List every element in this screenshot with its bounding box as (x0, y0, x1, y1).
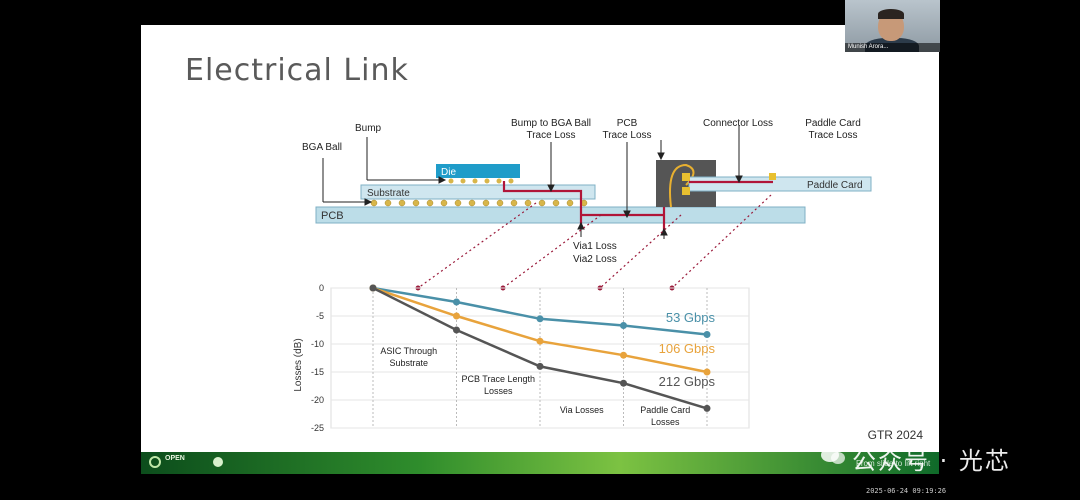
series-point (703, 330, 711, 338)
chart-series (369, 284, 711, 412)
footer-logo-text: OPEN (165, 455, 185, 462)
series-point (620, 379, 627, 387)
bga-balls (370, 199, 588, 207)
series-labels: 53 Gbps 106 Gbps 212 Gbps (659, 310, 716, 389)
via2-label: Via2 Loss (573, 254, 617, 265)
bump-to-bga-label-1: Bump to BGA Ball (511, 118, 591, 129)
wechat-watermark: 公众号 · 光芯 (852, 447, 1011, 475)
series-point (536, 362, 544, 370)
pcb-trace-label-2: Trace Loss (602, 130, 651, 141)
recording-timestamp: 2025-06-24 09:19:26 (866, 487, 947, 495)
die-bumps (448, 178, 514, 184)
y-tick-label: -25 (311, 423, 324, 433)
footer-badge-icon (213, 457, 223, 467)
pcb-trace-label-1: PCB (617, 118, 638, 129)
series-label: 106 Gbps (659, 341, 716, 356)
via1-label: Via1 Loss (573, 241, 617, 252)
connector-pad-bottom (682, 187, 690, 195)
substrate-layer (360, 184, 596, 200)
region-label-line: Substrate (389, 358, 428, 368)
paddle-pad (769, 173, 776, 180)
wechat-icon (821, 448, 845, 464)
slide-graphics: PCB Substrate Die (293, 118, 872, 433)
connector-loss-label: Connector Loss (703, 118, 773, 129)
region-label: Via Losses (560, 405, 604, 415)
region-label-line: Losses (484, 386, 513, 396)
die-block (436, 164, 520, 178)
series-point (453, 298, 460, 306)
presentation-slide: Electrical Link PCB Substrate Die (141, 25, 939, 474)
series-label: 212 Gbps (659, 374, 716, 389)
conference-label: GTR 2024 (867, 428, 923, 442)
webcam-thumbnail[interactable]: Munish Arora... (845, 0, 940, 52)
region-label-line: Losses (651, 417, 680, 427)
watermark-subtitle: From slide to lift right (856, 459, 931, 468)
region-label-line: Via Losses (560, 405, 604, 415)
bga-ball-label: BGA Ball (302, 142, 342, 153)
series-point (703, 404, 711, 412)
signal-trace (502, 180, 773, 231)
pcb-label: PCB (321, 210, 344, 222)
y-axis-label: Losses (dB) (293, 338, 304, 391)
substrate-label: Substrate (367, 188, 410, 199)
paddle-card-label: Paddle Card (807, 180, 863, 191)
y-tick-label: -10 (311, 339, 324, 349)
series-point (536, 315, 544, 323)
series-point (620, 351, 627, 359)
package-diagram: PCB Substrate Die (302, 118, 872, 291)
region-label-line: ASIC Through (380, 346, 437, 356)
y-tick-label: -5 (316, 311, 324, 321)
series-label: 53 Gbps (666, 310, 716, 325)
diagram-callouts (322, 125, 743, 239)
diagram-to-chart-links (417, 194, 772, 289)
connector-pad-top (682, 173, 690, 181)
series-point (536, 337, 544, 345)
logo-ring-icon (149, 456, 161, 468)
pcb-layer (315, 206, 806, 224)
paddle-card-layer (688, 176, 872, 192)
slide-title: Electrical Link (185, 53, 409, 88)
participant-name: Munish Arora... (845, 43, 940, 52)
bump-to-bga-label-2: Trace Loss (526, 130, 575, 141)
paddle-trace-label-1: Paddle Card (805, 118, 861, 129)
region-label-line: PCB Trace Length (461, 374, 535, 384)
die-label: Die (441, 167, 456, 178)
bump-label: Bump (355, 123, 382, 134)
y-tick-labels: 0 -5 -10 -15 -20 -25 (311, 283, 324, 433)
y-tick-label: -20 (311, 395, 324, 405)
presenter-hair (878, 9, 904, 19)
series-point (369, 284, 377, 292)
ocp-logo: OPEN (149, 454, 189, 472)
slide-footer-bar: OPEN (141, 452, 939, 474)
series-point (620, 322, 627, 330)
region-label-line: Paddle Card (640, 405, 690, 415)
series-point (453, 312, 460, 320)
y-tick-label: 0 (319, 283, 324, 293)
y-tick-label: -15 (311, 367, 324, 377)
paddle-trace-label-2: Trace Loss (808, 130, 857, 141)
loss-chart: 0 -5 -10 -15 -20 -25 Losses (dB) ASIC Through… (293, 283, 750, 433)
series-line (372, 286, 708, 336)
series-point (703, 368, 711, 376)
series-point (453, 326, 460, 334)
